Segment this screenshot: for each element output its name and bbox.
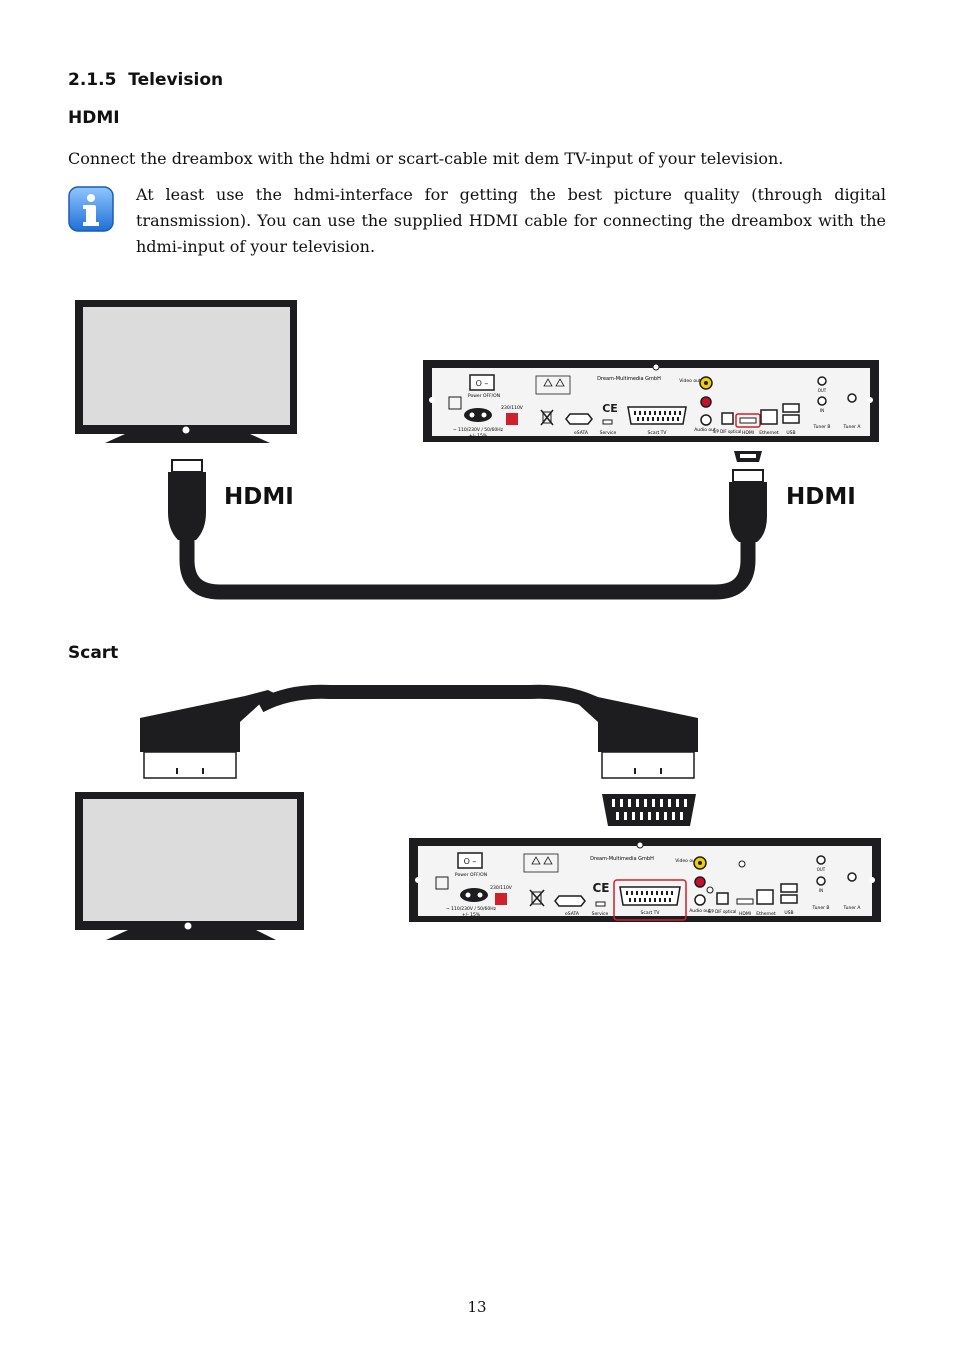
hdmi-plug-right-icon (729, 469, 767, 542)
service-label: Service (600, 430, 617, 436)
esata-label: eSATA (565, 911, 580, 917)
tuner-out-label: OUT (817, 867, 826, 872)
ce-mark-icon: CE (592, 881, 609, 895)
tuner-out-label: OUT (818, 388, 827, 393)
scart-port-label: Scart TV (641, 910, 661, 916)
weee-icon (529, 889, 545, 907)
scart-socket-icon (602, 794, 696, 826)
video-out-label: Video out (675, 858, 697, 864)
usb-label: USB (784, 910, 793, 916)
scart-connection-figure: O – Power OFF/ON ~ 110/230V / 50/60Hz +/… (75, 684, 881, 940)
tolerance-label: +/- 15% (469, 433, 488, 439)
tv-led-icon (182, 426, 190, 434)
power-switch-label: Power OFF/ON (468, 393, 500, 399)
receiver-back-panel-2: O – Power OFF/ON ~ 110/230V / 50/60Hz +/… (409, 838, 881, 922)
hdmi-socket-icon (734, 451, 762, 462)
ethernet-label: Ethernet (759, 430, 779, 436)
page-number: 13 (467, 1298, 487, 1316)
info-note: At least use the hdmi-interface for gett… (136, 185, 886, 256)
scart-plug-right-icon (558, 690, 698, 779)
tuner-in-label: IN (819, 888, 823, 893)
tuner-a-label: Tuner A (843, 424, 862, 430)
usb-label: USB (786, 430, 795, 436)
weee-icon (540, 409, 554, 426)
spdif-label: S/P DIF optical (708, 909, 737, 914)
voltage-switch-label: 230/110V (490, 885, 513, 891)
tuner-b-label: Tuner B (813, 424, 831, 430)
hdmi-heading: HDMI (68, 108, 120, 128)
scart-cable (140, 684, 698, 826)
scart-heading: Scart (68, 643, 119, 663)
hdmi-cable (168, 451, 767, 600)
hdmi-plug-left-icon (168, 459, 206, 540)
tuner-a-label: Tuner A (843, 905, 862, 911)
spdif-label: S/P DIF optical (713, 429, 742, 434)
power-switch-label: Power OFF/ON (455, 872, 487, 878)
tv-set (75, 300, 297, 443)
hdmi-port-label: HDMI (739, 911, 751, 917)
hdmi-port-highlight (735, 413, 761, 428)
scart-port-label: Scart TV (648, 430, 668, 436)
intro-paragraph: Connect the dreambox with the hdmi or sc… (68, 149, 784, 168)
svg-text:O –: O – (464, 857, 477, 866)
tv-led-icon (184, 922, 192, 930)
hdmi-label-left: HDMI (224, 484, 294, 510)
audio-out-label: Audio out (689, 908, 711, 914)
mains-label: ~ 110/230V / 50/60Hz (446, 906, 497, 912)
mains-label: ~ 110/230V / 50/60Hz (453, 427, 504, 433)
ce-mark-icon: CE (602, 402, 618, 415)
scart-port-highlight (613, 879, 687, 921)
voltage-switch-label: 230/110V (501, 405, 524, 411)
section-number: 2.1.5 (68, 70, 117, 90)
tv-set-2 (75, 792, 304, 940)
brand-label: Dream-Multimedia GmbH (597, 376, 661, 382)
hdmi-label-right: HDMI (786, 484, 856, 510)
tolerance-label: +/- 15% (462, 912, 481, 918)
brand-label: Dream-Multimedia GmbH (590, 856, 654, 862)
section-title: Television (128, 70, 224, 90)
audio-out-label: Audio out (694, 427, 716, 433)
scart-plug-left-icon (140, 690, 280, 779)
svg-text:O –: O – (476, 379, 489, 388)
service-label: Service (592, 911, 609, 917)
section-heading: 2.1.5 Television (68, 70, 223, 90)
tuner-b-label: Tuner B (812, 905, 830, 911)
video-out-label: Video out (679, 378, 701, 384)
tuner-in-label: IN (820, 408, 824, 413)
esata-label: eSATA (574, 430, 589, 436)
receiver-back-panel: O – Power OFF/ON ~ 110/230V / 50/60Hz +/… (423, 360, 879, 442)
hdmi-connection-figure: O – Power OFF/ON ~ 110/230V / 50/60Hz +/… (75, 300, 879, 600)
info-icon (68, 186, 114, 236)
ethernet-label: Ethernet (756, 911, 776, 917)
hdmi-port-label: HDMI (742, 430, 754, 436)
